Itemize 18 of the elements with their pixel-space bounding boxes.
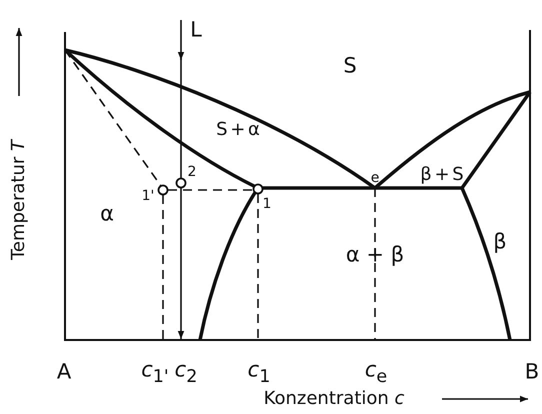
tick-label: c$_{e}$ [364,360,388,386]
tick-label: c$_{2}$ [174,360,198,386]
tick-label: c$_{1'}$ [141,360,169,386]
region-label: β [493,232,507,252]
point-label: 1' [142,189,154,203]
axis-label: B [524,362,540,382]
axis-title: Konzentration c [264,390,404,408]
point-label: e [370,171,380,185]
region-label: α [100,204,114,224]
region-label: β + S [420,166,464,184]
axis-label: A [56,362,72,382]
tick-label: c$_{1}$ [248,360,270,386]
point-label: 2 [188,165,196,179]
point-label: 1 [262,197,272,211]
region-label: S [343,56,357,76]
curve-label: L [190,20,202,40]
axis-title: Temperatur T [10,140,28,260]
region-label: S + α [216,121,260,139]
